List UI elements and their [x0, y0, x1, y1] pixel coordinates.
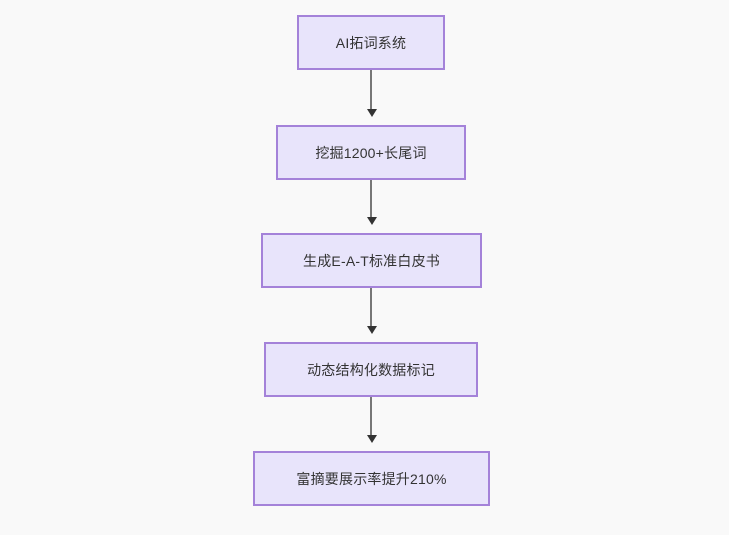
- arrowhead-icon: [367, 435, 377, 443]
- edge-line: [370, 288, 372, 328]
- flow-node[interactable]: 富摘要展示率提升210%: [253, 451, 490, 506]
- edge-line: [370, 70, 372, 111]
- edge-line: [370, 397, 372, 437]
- arrowhead-icon: [367, 326, 377, 334]
- flow-node-label: 挖掘1200+长尾词: [315, 144, 427, 161]
- flow-node-label: 动态结构化数据标记: [307, 361, 435, 378]
- flow-node[interactable]: 挖掘1200+长尾词: [276, 125, 466, 180]
- arrowhead-icon: [367, 109, 377, 117]
- flow-node-label: 生成E-A-T标准白皮书: [303, 252, 440, 269]
- flow-node[interactable]: 动态结构化数据标记: [264, 342, 478, 397]
- flow-node[interactable]: 生成E-A-T标准白皮书: [261, 233, 482, 288]
- edge-line: [370, 180, 372, 219]
- flow-node-label: 富摘要展示率提升210%: [296, 470, 447, 487]
- arrowhead-icon: [367, 217, 377, 225]
- flow-node-label: AI拓词系统: [335, 34, 407, 51]
- flow-node[interactable]: AI拓词系统: [297, 15, 445, 70]
